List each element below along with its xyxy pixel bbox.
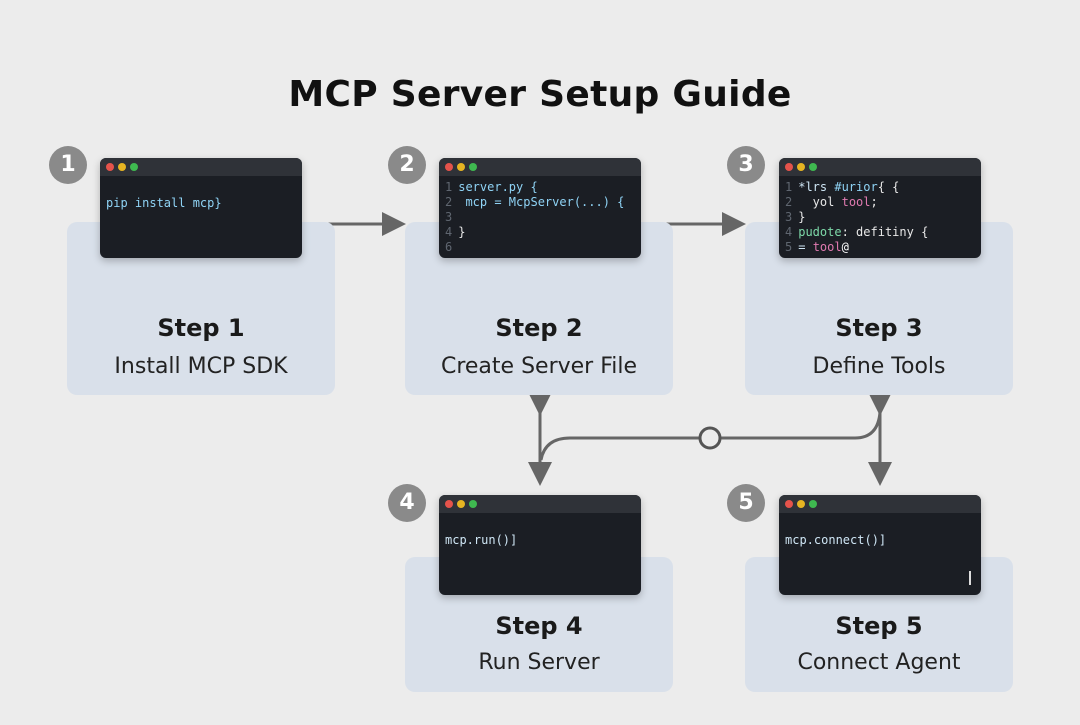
step-number-badge: 1 [49,146,87,184]
junction-node [698,426,722,450]
code-token: mcp.run()] [445,533,518,547]
code-line: 3 [445,210,635,225]
code-line: pip install mcp} [106,196,296,211]
line-number: 4 [785,225,793,239]
code-token: ; [870,195,878,209]
page-title: MCP Server Setup Guide [288,74,792,115]
step-subtitle: Connect Agent [797,650,961,675]
code-token: } [798,210,806,224]
step-title: Step 2 [495,314,583,342]
step-title: Step 5 [835,612,923,640]
line-number: 3 [785,210,793,224]
step-title: Step 3 [835,314,923,342]
line-number: 3 [445,210,453,224]
minimize-dot-icon [797,163,805,171]
minimize-dot-icon [797,500,805,508]
code-token: tool [812,240,842,254]
code-token: tool [841,195,871,209]
maximize-dot-icon [469,163,477,171]
code-line: 5 = tool@ [785,240,975,255]
close-dot-icon [785,500,793,508]
connector-line [539,411,882,461]
line-number: 4 [445,225,453,239]
maximize-dot-icon [130,163,138,171]
code-line: mcp.connect()] [785,533,975,548]
line-number: 1 [445,180,453,194]
step-title: Step 4 [495,612,583,640]
line-number: 2 [445,195,453,209]
line-number: 5 [785,240,793,254]
code-line: 4} [445,225,635,240]
code-token: pip install mcp} [106,196,222,210]
close-dot-icon [445,163,453,171]
minimize-dot-icon [457,163,465,171]
code-line: 1 server.py { [445,180,635,195]
step-number-badge: 2 [388,146,426,184]
terminal-window: mcp.run()] [439,495,641,595]
text-cursor [969,571,971,585]
terminal-titlebar [779,495,981,513]
maximize-dot-icon [809,500,817,508]
terminal-titlebar [779,158,981,176]
terminal-titlebar [439,495,641,513]
close-dot-icon [106,163,114,171]
close-dot-icon [445,500,453,508]
step-title: Step 1 [157,314,245,342]
code-line: 1 *lrs #urior{ { [785,180,975,195]
code-token: server.py { [458,180,538,194]
maximize-dot-icon [469,500,477,508]
terminal-titlebar [100,158,302,176]
code-block: pip install mcp} [100,176,302,215]
step-number-badge: 3 [727,146,765,184]
code-token: @ [841,240,849,254]
code-line: mcp.run()] [445,533,635,548]
code-token: pudote [798,225,842,239]
code-line: 6 [445,240,635,255]
terminal-titlebar [439,158,641,176]
terminal-window: pip install mcp} [100,158,302,258]
code-token: mcp.connect()] [785,533,887,547]
code-token: = [798,240,813,254]
line-number: 6 [445,240,453,254]
code-token: *lrs [798,180,835,194]
code-token: } [458,225,466,239]
code-token: { { [877,180,900,194]
step-number-badge: 5 [727,484,765,522]
code-block: mcp.connect()] [779,513,981,552]
step-subtitle: Define Tools [812,354,946,379]
close-dot-icon [785,163,793,171]
code-block: mcp.run()] [439,513,641,552]
step-number-badge: 4 [388,484,426,522]
code-token: : defitiny { [841,225,929,239]
minimize-dot-icon [457,500,465,508]
code-line: 2 yol tool; [785,195,975,210]
line-number: 1 [785,180,793,194]
code-token: yol [798,195,842,209]
step-subtitle: Install MCP SDK [114,354,288,379]
maximize-dot-icon [809,163,817,171]
code-line: 2 mcp = McpServer(...) { [445,195,635,210]
code-line: 3} [785,210,975,225]
terminal-window: mcp.connect()] [779,495,981,595]
step-subtitle: Create Server File [440,354,638,379]
code-token: #urior [834,180,878,194]
code-line: 4 pudote: defitiny { [785,225,975,240]
minimize-dot-icon [118,163,126,171]
code-token: mcp = McpServer(...) { [458,195,625,209]
line-number: 2 [785,195,793,209]
step-subtitle: Run Server [478,650,600,675]
